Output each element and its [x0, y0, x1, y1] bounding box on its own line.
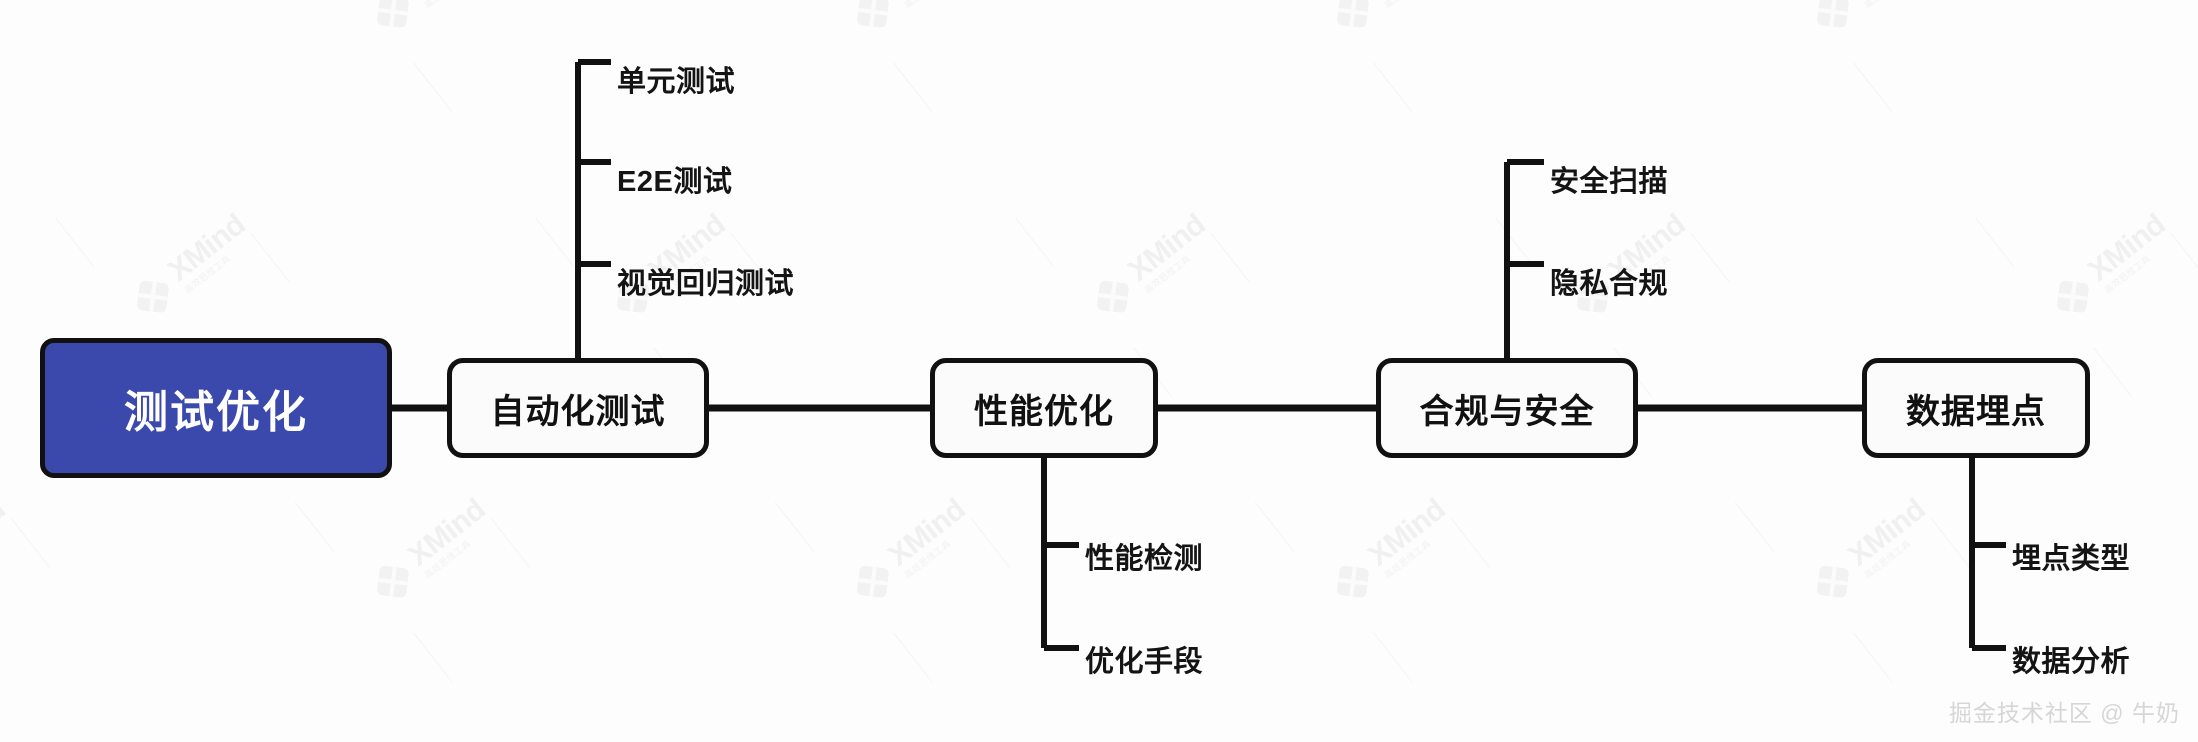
watermark-brand: XMind: [1841, 492, 1932, 573]
watermark-hairline: [893, 632, 932, 682]
leaf-node-e2e-test[interactable]: E2E测试: [617, 166, 733, 198]
branch-node-performance-optimization[interactable]: 性能优化: [930, 358, 1158, 458]
leaf-node-data-analysis[interactable]: 数据分析: [2012, 646, 2131, 678]
branch-node-automation-test[interactable]: 自动化测试: [447, 358, 709, 458]
xmind-diamond-icon: [1817, 566, 1849, 598]
leaf-node-security-scan[interactable]: 安全扫描: [1550, 166, 1669, 198]
watermark-hairline: [1211, 233, 1250, 283]
leaf-node-tracking-type[interactable]: 埋点类型: [2012, 543, 2131, 575]
watermark-tagline: 高效思维工具: [1862, 0, 1937, 10]
watermark-hairline: [295, 502, 334, 552]
watermark-hairline: [535, 217, 574, 267]
watermark-brand: XMind: [1361, 492, 1452, 573]
watermark-brand: XMind: [1362, 0, 1451, 2]
watermark-tagline: 高效思维工具: [182, 252, 233, 296]
watermark-hairline: [1691, 233, 1730, 283]
xmind-diamond-icon: [1337, 566, 1369, 598]
watermark-brand: XMind: [161, 207, 252, 288]
watermark-tagline: 高效思维工具: [1382, 0, 1457, 10]
watermark-tagline: 高效思维工具: [422, 537, 473, 581]
xmind-diamond-icon: [857, 0, 889, 28]
watermark-tagline: 高效思维工具: [2102, 252, 2153, 296]
watermark-brand: XMind: [882, 0, 971, 2]
watermark-brand: XMind: [1842, 0, 1931, 2]
author-credit-watermark: 掘金技术社区 @ 牛奶: [1948, 700, 2180, 726]
watermark-hairline: [1853, 632, 1892, 682]
leaf-node-performance-detection[interactable]: 性能检测: [1085, 543, 1204, 575]
watermark-tagline: 高效思维工具: [902, 0, 977, 10]
watermark-hairline: [1735, 502, 1774, 552]
watermark-tagline: 高效思维工具: [0, 0, 17, 10]
leaf-node-visual-regression-test[interactable]: 视觉回归测试: [617, 268, 795, 300]
leaf-node-privacy-compliance[interactable]: 隐私合规: [1550, 268, 1669, 300]
watermark-tagline: 高效思维工具: [1862, 537, 1913, 581]
watermark-hairline: [491, 518, 530, 568]
watermark-hairline: [413, 62, 452, 112]
watermark-tagline: 高效思维工具: [422, 0, 497, 10]
watermark-tagline: 高效思维工具: [1142, 252, 1193, 296]
watermark-brand: XMind: [0, 0, 11, 2]
xmind-diamond-icon: [1337, 0, 1369, 28]
xmind-diamond-icon: [857, 566, 889, 598]
watermark-hairline: [893, 62, 932, 112]
watermark-brand: XMind: [401, 492, 492, 573]
watermark-hairline: [775, 502, 814, 552]
xmind-diamond-icon: [377, 566, 409, 598]
watermark-brand: XMind: [0, 492, 12, 573]
leaf-node-unit-test[interactable]: 单元测试: [617, 66, 736, 98]
branch-node-compliance-security[interactable]: 合规与安全: [1376, 358, 1638, 458]
watermark-hairline: [413, 632, 452, 682]
branch-node-data-tracking[interactable]: 数据埋点: [1862, 358, 2090, 458]
watermark-hairline: [11, 518, 50, 568]
watermark-hairline: [55, 217, 94, 267]
watermark-brand: XMind: [2081, 207, 2172, 288]
xmind-diamond-icon: [137, 281, 169, 313]
xmind-diamond-icon: [2057, 281, 2089, 313]
root-node-test-optimization[interactable]: 测试优化: [40, 338, 392, 478]
watermark-hairline: [2171, 233, 2198, 283]
watermark-hairline: [2093, 347, 2132, 397]
watermark-hairline: [971, 518, 1010, 568]
watermark-hairline: [1015, 217, 1054, 267]
watermark-hairline: [1255, 502, 1294, 552]
watermark-brand: XMind: [881, 492, 972, 573]
xmind-diamond-icon: [1097, 281, 1129, 313]
watermark-tagline: 高效思维工具: [0, 519, 17, 580]
watermark-brand: XMind: [402, 0, 491, 2]
watermark-hairline: [1853, 62, 1892, 112]
xmind-diamond-icon: [1817, 0, 1849, 28]
watermark-hairline: [1373, 632, 1412, 682]
watermark-tagline: 高效思维工具: [1382, 537, 1433, 581]
watermark-hairline: [251, 233, 290, 283]
watermark-hairline: [1931, 518, 1970, 568]
watermark-hairline: [1373, 62, 1412, 112]
xmind-diamond-icon: [377, 0, 409, 28]
watermark-hairline: [1495, 217, 1534, 267]
watermark-hairline: [1975, 217, 2014, 267]
watermark-brand: XMind: [1121, 207, 1212, 288]
watermark-tagline: 高效思维工具: [902, 537, 953, 581]
leaf-node-optimization-methods[interactable]: 优化手段: [1085, 646, 1204, 678]
watermark-hairline: [1451, 518, 1490, 568]
